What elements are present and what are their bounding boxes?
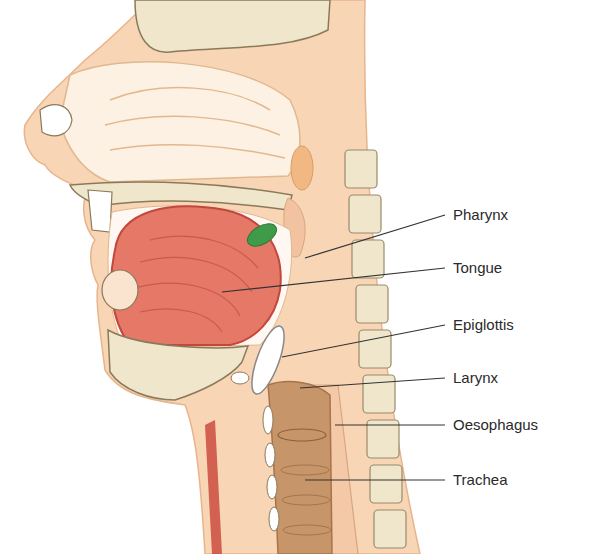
leader-line <box>282 325 445 357</box>
leader-line <box>222 268 445 292</box>
part-label: Epiglottis <box>453 316 514 334</box>
part-label: Pharynx <box>453 206 508 224</box>
part-label: Trachea <box>453 471 507 489</box>
part-label: Larynx <box>453 369 498 387</box>
part-label: Oesophagus <box>453 416 538 434</box>
part-label: Tongue <box>453 259 502 277</box>
leader-line <box>305 479 445 480</box>
leader-line <box>335 424 445 425</box>
leader-line <box>305 215 445 258</box>
leader-line <box>300 378 445 388</box>
